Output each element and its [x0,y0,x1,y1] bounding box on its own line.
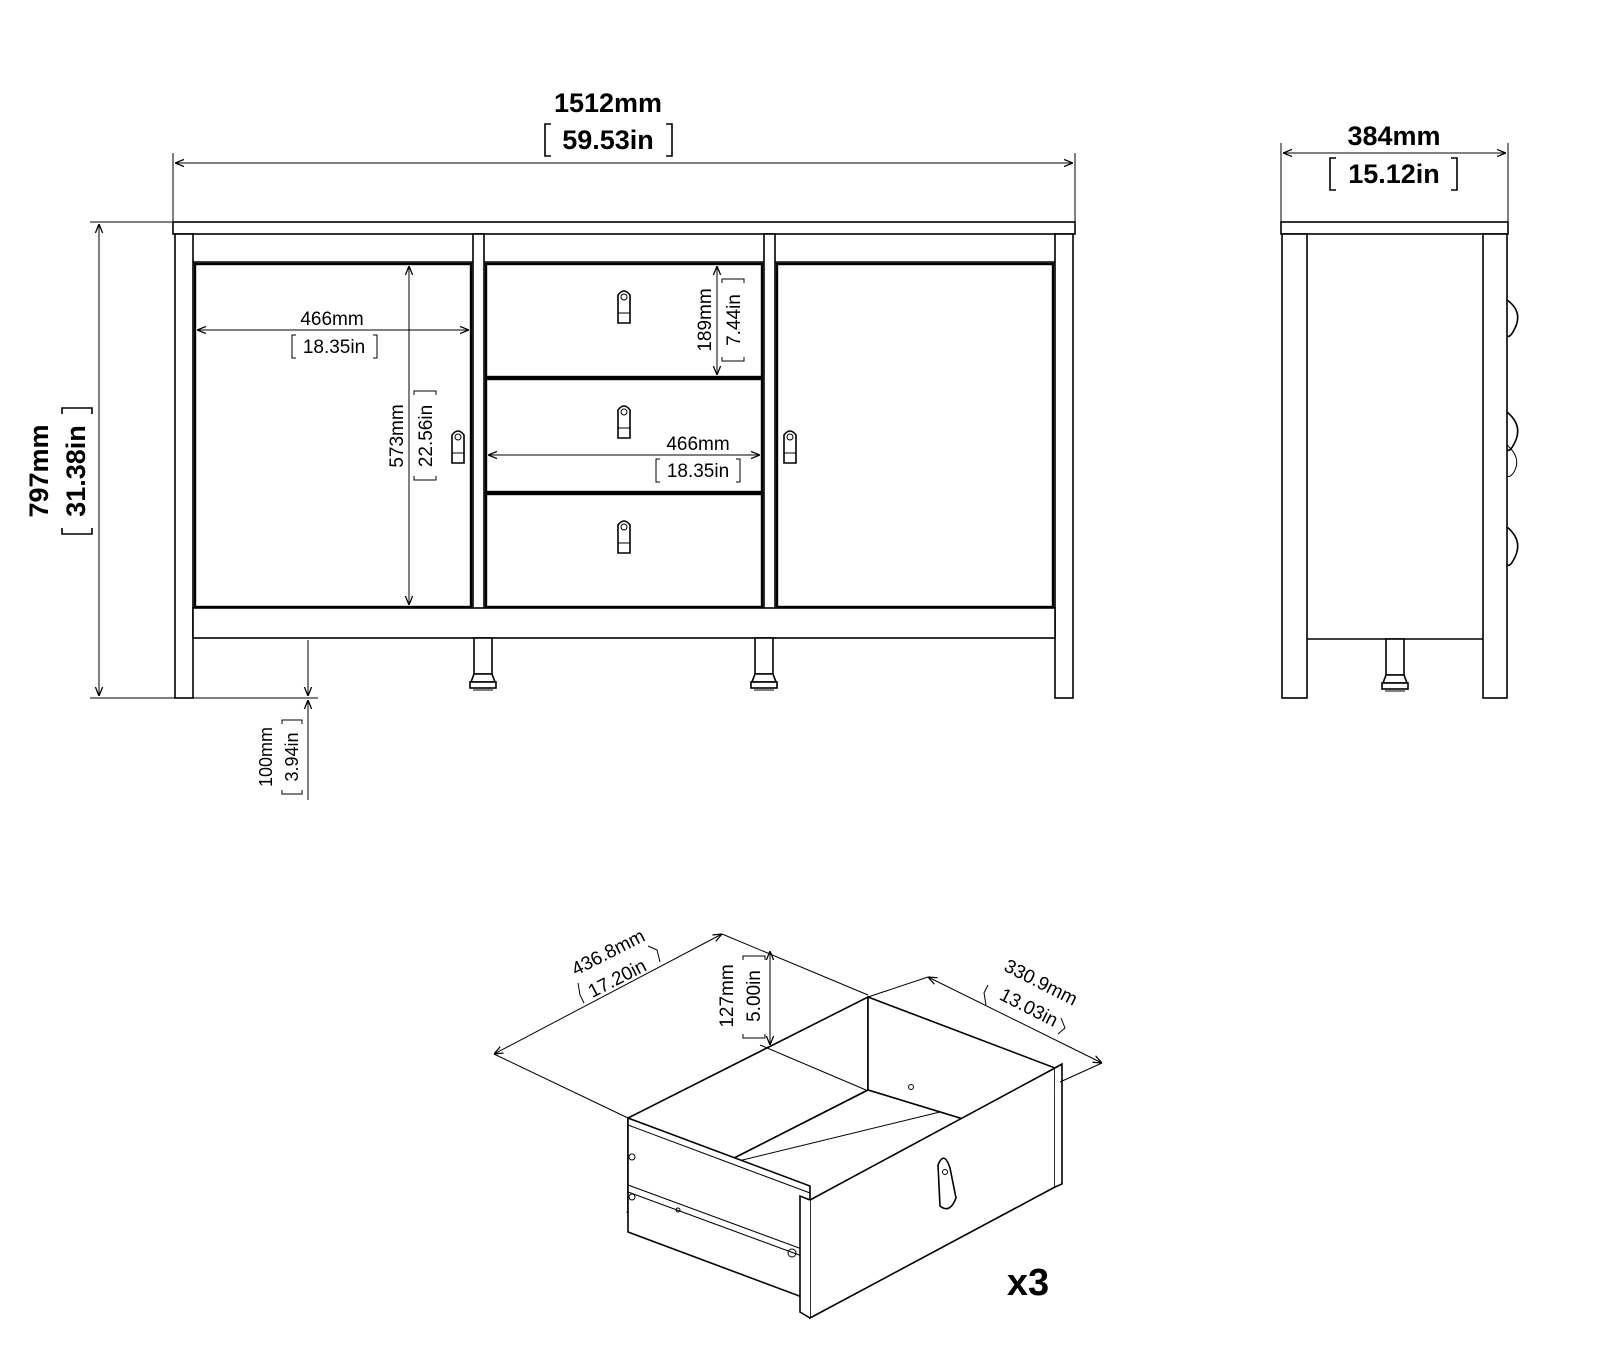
drawer-width-in: 18.35in [667,461,729,482]
sideboard-side [1280,221,1519,699]
left-door-handle [451,430,465,464]
drawer-height-detail-dimension: 127mm 5.00in [717,951,867,1091]
side-handle-1 [1506,299,1519,338]
depth-mm: 384mm [1347,121,1440,151]
front-view: 1512mm 59.53in 797mm 31.38in [24,88,1076,800]
drawer-quantity: x3 [1007,1262,1049,1304]
foot-right [750,637,778,691]
right-door-handle [783,430,797,464]
drawer-detail: 436.8mm 17.20in 127mm 5.00in 330.9mm 13.… [494,926,1102,1320]
sideboard-front [172,221,1076,699]
overall-height-dimension: 797mm 31.38in [24,221,318,699]
overall-width-mm: 1512mm [554,88,662,118]
depth-in: 15.12in [1348,159,1440,189]
leg-height-dimension: 100mm 3.94in [256,640,308,800]
drawer-height-in: 7.44in [724,294,745,346]
door-width-dimension: 466mm 18.35in [197,309,469,359]
overall-width-dimension: 1512mm 59.53in [172,88,1076,222]
depth-dimension: 384mm 15.12in [1280,121,1509,222]
drawer-isometric [625,995,1063,1320]
drawer-height-dimension: 189mm 7.44in [695,266,745,375]
drawer-width-dimension: 466mm 18.35in [488,434,760,483]
side-handle-2 [1506,411,1519,452]
leg-height-in: 3.94in [282,732,302,781]
door-width-mm: 466mm [300,309,363,330]
drawer-1-handle [617,290,631,324]
side-foot [1381,638,1409,692]
side-handle-3 [1506,526,1519,567]
overall-height-mm: 797mm [24,424,54,517]
drawer-3-handle [617,520,631,554]
door-height-in: 22.56in [416,405,437,467]
drawer-detail-height-mm: 127mm [717,964,738,1027]
overall-height-in: 31.38in [61,425,91,517]
drawer-height-mm: 189mm [695,288,716,351]
drawer-detail-height-in: 5.00in [744,970,765,1022]
door-width-in: 18.35in [303,337,365,358]
door-height-mm: 573mm [387,404,408,467]
drawer-width-mm: 466mm [666,434,729,455]
leg-height-mm: 100mm [256,727,276,787]
drawer-2-handle [617,405,631,439]
door-height-dimension: 573mm 22.56in [387,266,437,605]
side-view: 384mm 15.12in [1280,121,1519,699]
foot-left [469,637,497,691]
overall-width-in: 59.53in [562,125,654,155]
